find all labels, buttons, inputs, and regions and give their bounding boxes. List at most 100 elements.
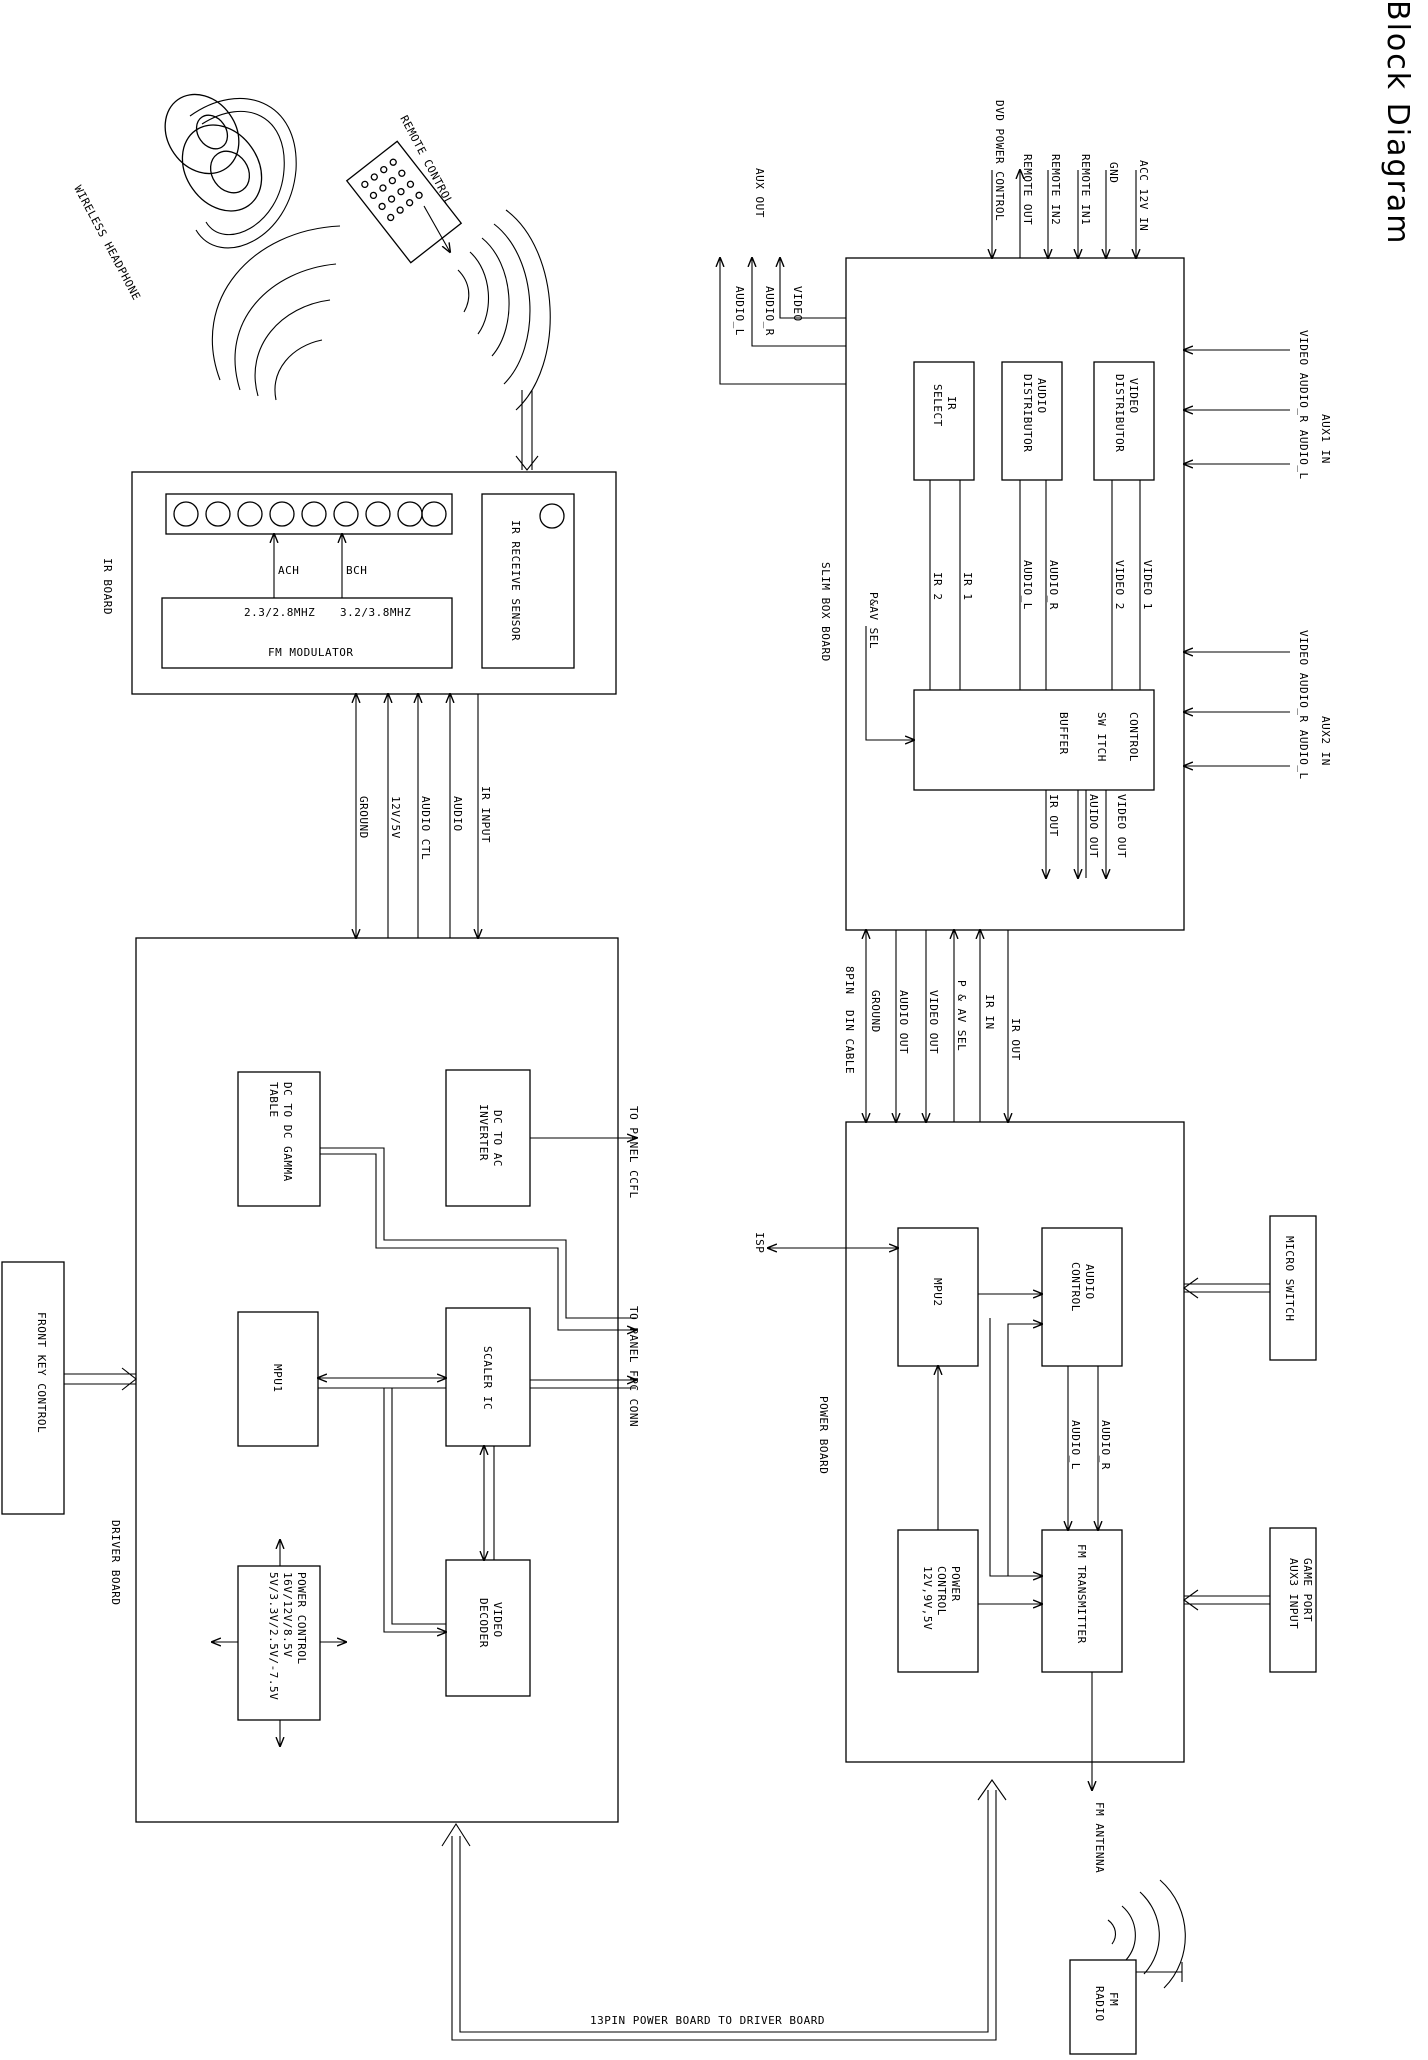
acc-12v-in-label: ACC 12V IN	[1137, 160, 1150, 231]
wireless-headphone-icon	[164, 93, 297, 249]
mpu2-to-fm-a	[989, 1318, 1042, 1576]
audio-bus-label: AUDIO	[451, 796, 464, 832]
driver-board-label: DRIVER BOARD	[109, 1520, 122, 1605]
dvd-power-control-label: DVD POWER CONTROL	[993, 100, 1006, 221]
fm-radio-block	[1069, 1959, 1137, 2055]
video-distributor-line2: DISTRIBUTOR	[1113, 374, 1126, 452]
power-control-power-line2: CONTROL	[935, 1566, 948, 1616]
aux1-signals-label: VIDEO AUDIO_R AUDIO_L	[1297, 330, 1310, 480]
v12-5-bus-label: 12V/5V	[389, 796, 402, 839]
ir-board: IR BOARD FM MODULATOR 2.3/2.8MHZ 3.2/3.8…	[101, 471, 617, 695]
fm-radio-line2: RADIO	[1093, 1986, 1106, 2022]
scaler-ic-label: SCALER IC	[481, 1346, 494, 1410]
game-port-arrow	[1183, 1589, 1199, 1611]
gamma-to-fpc-wire-b	[320, 1153, 636, 1330]
pin13-cable	[441, 1779, 1007, 2041]
dc-ac-inverter-line2: INVERTER	[477, 1104, 490, 1161]
dc-dc-gamma-line1: DC TO DC GAMMA	[281, 1082, 294, 1182]
power-board-frame	[845, 1121, 1185, 1763]
ir-input-bus-label: IR INPUT	[479, 786, 492, 843]
ir-select-line1: IR	[945, 396, 958, 410]
slim-box-top-inputs	[992, 170, 1136, 258]
game-port-line1: GAME PORT	[1301, 1558, 1314, 1622]
fm-transmitter-block	[1041, 1529, 1123, 1673]
din-cable-label: DIN CABLE	[843, 1010, 856, 1074]
audio-out-buf-label: AUIDO OUT	[1087, 794, 1100, 858]
fm-transmitter-label: FM TRANSMITTER	[1075, 1544, 1088, 1644]
fm-radio-antenna-icon	[1136, 1962, 1183, 1982]
game-port-line2: AUX3 INPUT	[1287, 1558, 1300, 1629]
power-control-driver-block	[237, 1565, 321, 1721]
dc-dc-gamma-line2: TABLE	[267, 1082, 280, 1118]
to-panel-ccfl-label: TO PANEL CCFL	[627, 1106, 640, 1199]
ir2-label: IR 2	[931, 572, 944, 601]
freq-a-label: 2.3/2.8MHZ	[244, 606, 315, 619]
power-control-driver-line1: POWER CONTROL	[295, 1572, 308, 1665]
video-out-buf-label: VIDEO OUT	[1115, 794, 1128, 858]
aux-out-label: AUX OUT	[753, 168, 766, 218]
gamma-to-fpc-wire-a	[320, 1147, 636, 1319]
dc-dc-gamma-block	[237, 1071, 321, 1207]
video-decoder-line1: VIDEO	[491, 1602, 504, 1638]
micro-switch-arrow	[1183, 1277, 1199, 1299]
mpu1-label: MPU1	[271, 1364, 284, 1393]
aux2-in-label: AUX2 IN	[1319, 716, 1332, 766]
fm-modulator-block	[161, 597, 453, 669]
freq-b-label: 3.2/3.8MHZ	[340, 606, 411, 619]
ir-in-din-label: IR IN	[983, 994, 996, 1030]
pav-sel-wire	[865, 626, 914, 740]
control-switch-buffer-line3: BUFFER	[1057, 712, 1070, 755]
aux1-inputs	[1184, 350, 1290, 464]
audio-r-dist-label: AUDIO_R	[1047, 560, 1060, 610]
aux-audio-r-label: AUDIO_R	[763, 286, 776, 336]
driver-board: DRIVER BOARD DC TO DC GAMMA TABLE DC TO …	[109, 937, 640, 1823]
video1-label: VIDEO 1	[1141, 560, 1154, 610]
power-control-power-line1: POWER	[949, 1566, 962, 1602]
sensor-eye-icon	[539, 503, 565, 529]
wireless-headphone-label: WIRELESS HEADPHONE	[71, 183, 143, 302]
dc-ac-inverter-line1: DC TO AC	[491, 1110, 504, 1167]
pin13-cable-label: 13PIN POWER BOARD TO DRIVER BOARD	[590, 2014, 825, 2027]
control-switch-buffer-line1: CONTROL	[1127, 712, 1140, 762]
control-switch-buffer-line2: SW ITCH	[1095, 712, 1108, 762]
audio-control-line2: CONTROL	[1069, 1262, 1082, 1312]
remote-in1-label: REMOTE IN1	[1079, 154, 1092, 225]
front-key-control-label: FRONT KEY CONTROL	[35, 1312, 48, 1433]
isp-label: ISP	[753, 1232, 766, 1253]
micro-switch-block	[1269, 1215, 1317, 1361]
ir1-label: IR 1	[961, 572, 974, 601]
video-distributor-line1: VIDEO	[1127, 378, 1140, 414]
pin8-label: 8PIN	[843, 966, 856, 995]
control-switch-buffer-block	[913, 689, 1155, 791]
audio-l-dist-label: AUDIO_L	[1021, 560, 1034, 610]
aux2-signals-label: VIDEO AUDIO_R AUDIO_L	[1297, 630, 1310, 780]
front-key-control-block	[1, 1261, 65, 1515]
game-port-block	[1269, 1527, 1317, 1673]
led-strip	[165, 493, 453, 535]
micro-switch-label: MICRO SWITCH	[1283, 1236, 1296, 1321]
audio-distributor-block	[1001, 361, 1063, 481]
mpu1-to-decoder-wire-a	[383, 1388, 446, 1632]
slim-box-board: SLIM BOX BOARD IR SELECT AUDIO DISTRIBUT…	[819, 257, 1185, 931]
ach-label: ACH	[278, 564, 299, 577]
remote-out-label: REMOTE OUT	[1021, 154, 1034, 225]
mpu1-to-decoder-wire-b	[391, 1388, 446, 1625]
audio-ctl-bus-label: AUDIO CTL	[419, 796, 432, 860]
slim-box-board-frame	[845, 257, 1185, 931]
slim-box-board-label: SLIM BOX BOARD	[819, 562, 832, 662]
power-board-label: POWER BOARD	[817, 1396, 830, 1474]
p-av-sel-din-label: P & AV SEL	[955, 980, 968, 1051]
fm-modulator-label: FM MODULATOR	[268, 646, 353, 659]
video-out-din-label: VIDEO OUT	[927, 990, 940, 1054]
video-distributor-block	[1093, 361, 1155, 481]
audio-r-fm-label: AUDIO_R	[1099, 1420, 1112, 1470]
ir-receive-sensor-label: IR RECEIVE SENSOR	[509, 520, 522, 641]
ir-out-din-label: IR OUT	[1009, 1018, 1022, 1061]
audio-out-din-label: AUDIO OUT	[897, 990, 910, 1054]
headphone-signal-waves	[211, 225, 341, 401]
to-panel-fpc-label: TO PANEL FPC CONN	[627, 1306, 640, 1427]
aux1-in-label: AUX1 IN	[1319, 414, 1332, 464]
audio-l-fm-label: AUDIO_L	[1069, 1420, 1082, 1470]
